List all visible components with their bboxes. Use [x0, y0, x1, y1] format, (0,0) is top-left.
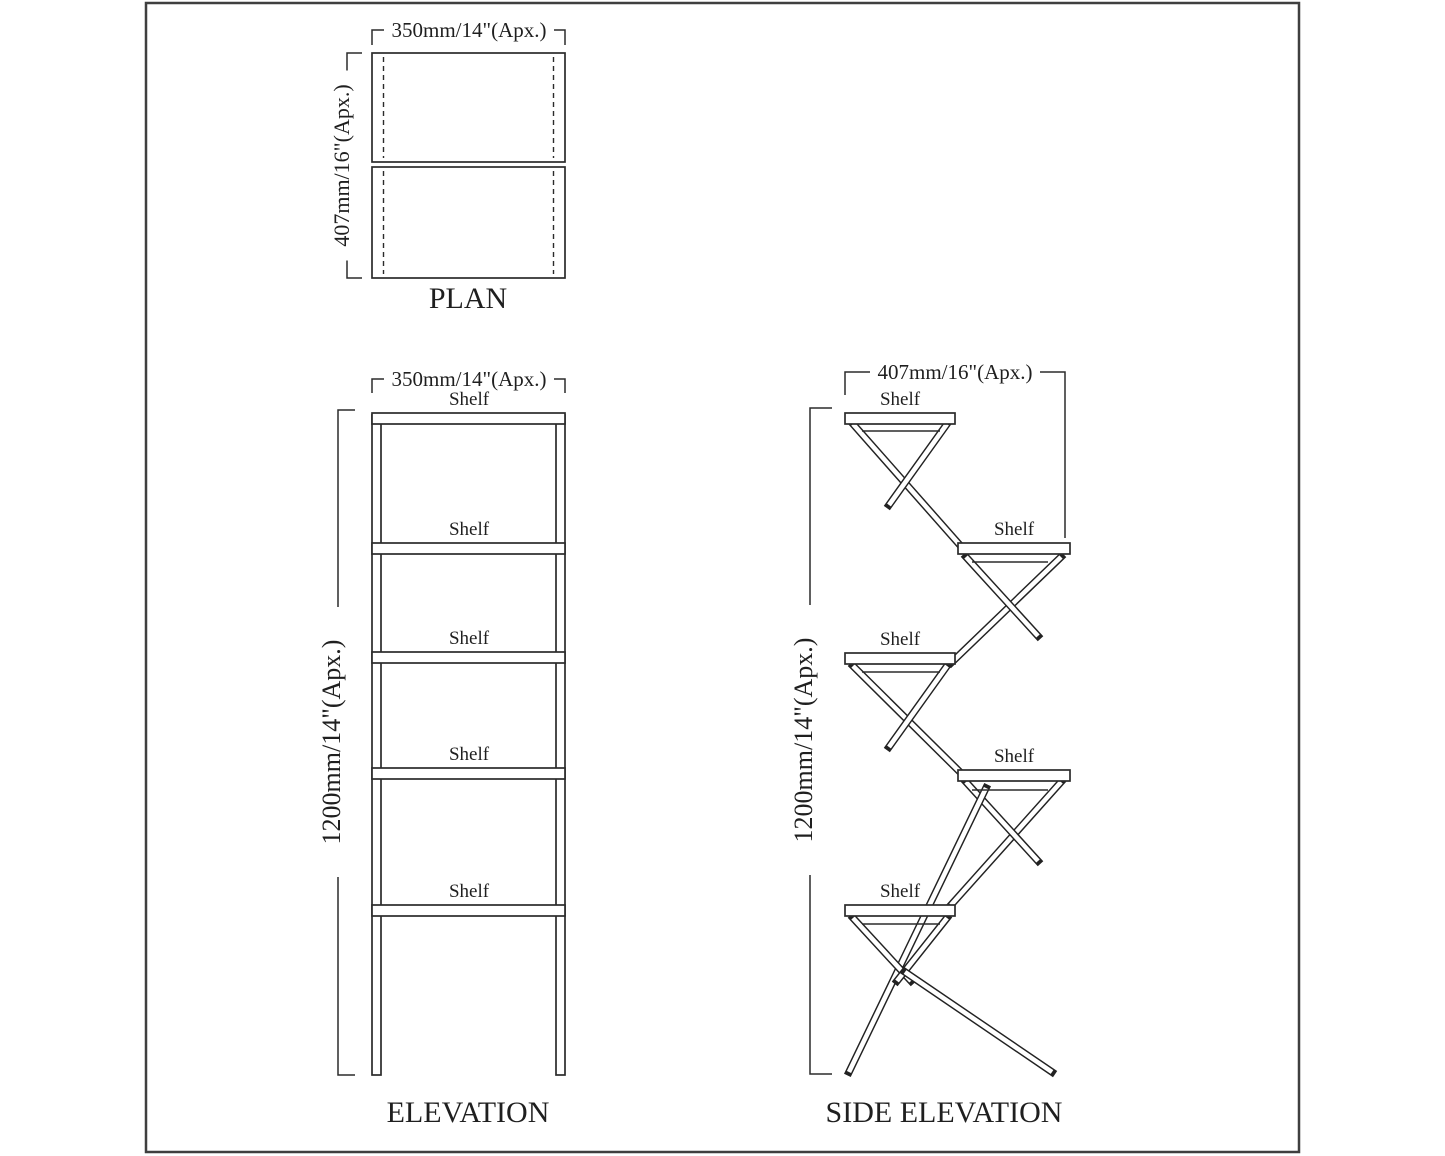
elevation-height-dim-text: 1200mm/14"(Apx.) [317, 640, 346, 845]
plan-depth-dim-text-bg [329, 70, 353, 261]
side-shelf-label-5: Shelf [880, 881, 921, 902]
elevation-shelf-3 [371, 651, 566, 664]
plan-view: 350mm/14"(Apx.) 407mm/16"(Apx.) PLAN [329, 18, 566, 315]
elevation-right-leg [555, 414, 566, 1076]
side-shelf-4 [957, 769, 1071, 782]
elevation-shelf-4 [371, 767, 566, 780]
plan-width-dim-text: 350mm/14"(Apx.) [392, 18, 547, 42]
plan-title: PLAN [429, 282, 507, 315]
sheet-border [144, 1, 1301, 1154]
side-shelf-1 [844, 412, 956, 425]
side-shelf-label-3: Shelf [880, 629, 921, 650]
side-depth-dim-text-bg [870, 361, 1040, 383]
side-elevation-title: SIDE ELEVATION [826, 1096, 1063, 1129]
elevation-height-dim-text-bg [317, 607, 345, 877]
elevation-shelf-label-2: Shelf [449, 519, 490, 540]
elevation-shelf-label-1: Shelf [449, 389, 490, 410]
elevation-shelf-2 [371, 542, 566, 555]
side-shelf-label-2: Shelf [994, 519, 1035, 540]
plan-board-top [371, 52, 566, 163]
elevation-shelf-label-4: Shelf [449, 744, 490, 765]
side-shelf-label-4: Shelf [994, 746, 1035, 767]
elevation-width-dim-text: 350mm/14"(Apx.) [392, 367, 547, 391]
elevation-shelf-label-3: Shelf [449, 628, 490, 649]
side-shelf-5 [844, 904, 956, 917]
side-height-dim-text: 1200mm/14"(Apx.) [789, 638, 818, 843]
side-frame-struts [843, 418, 1067, 1078]
side-shelf-2 [957, 542, 1071, 555]
plan-board-bottom [371, 166, 566, 279]
elevation-height-dim-label: 1200mm/14"(Apx.) [317, 607, 346, 877]
elevation-shelf-label-5: Shelf [449, 881, 490, 902]
elevation-left-leg [371, 414, 382, 1076]
elevation-shelf-1 [371, 412, 566, 425]
side-shelf-label-1: Shelf [880, 389, 921, 410]
side-depth-dim-text: 407mm/16"(Apx.) [878, 360, 1033, 384]
side-height-dim-label: 1200mm/14"(Apx.) [789, 605, 818, 875]
elevation-width-dim-text-bg [384, 368, 554, 390]
plan-width-dim-text-bg [384, 19, 554, 41]
elevation-title: ELEVATION [387, 1096, 550, 1129]
elevation-view: 350mm/14"(Apx.) 1200mm/14"(Apx.) Shelf S… [317, 367, 566, 1129]
plan-depth-dim-text: 407mm/16"(Apx.) [329, 84, 354, 246]
side-shelf-3 [844, 652, 956, 665]
plan-depth-dim-label: 407mm/16"(Apx.) [329, 70, 354, 261]
elevation-shelf-5 [371, 904, 566, 917]
side-elevation-view: 407mm/16"(Apx.) 1200mm/14"(Apx.) [789, 360, 1071, 1129]
side-height-dim-text-bg [789, 605, 817, 875]
